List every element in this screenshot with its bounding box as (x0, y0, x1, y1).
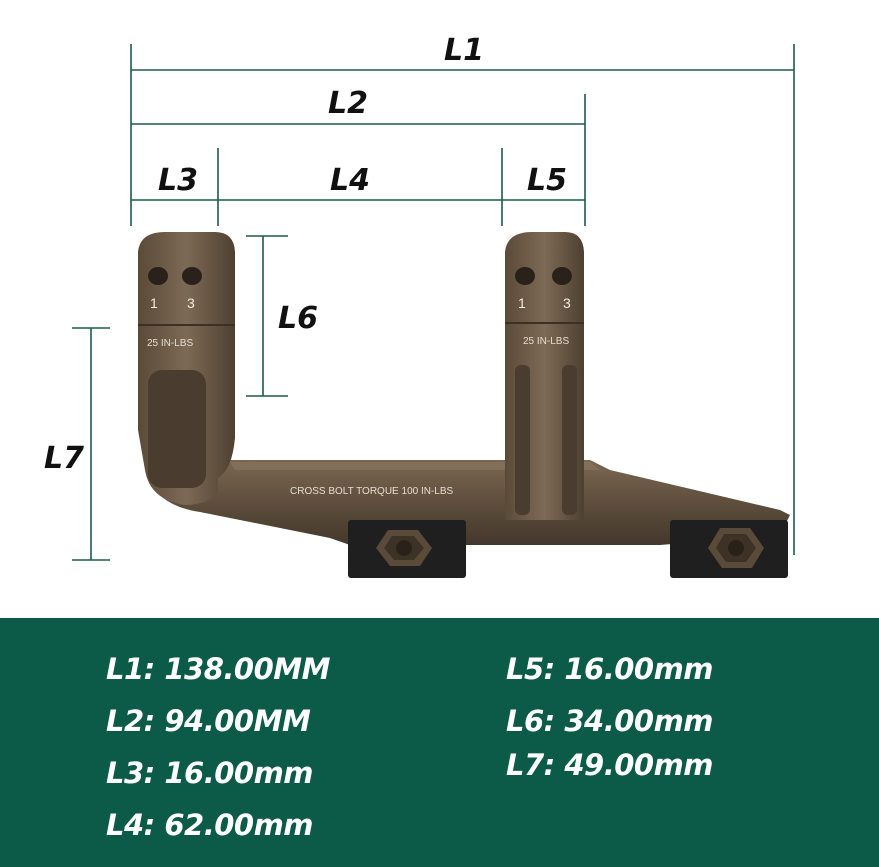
scope-mount-illustration: 1 3 25 IN-LBS 1 3 25 IN-LBS CROSS BOLT T… (138, 232, 790, 578)
spec-l4: L4: 62.00mm (106, 808, 314, 842)
left-scope-ring: 1 3 25 IN-LBS (138, 232, 235, 505)
spec-l7: L7: 49.00mm (506, 748, 714, 782)
spec-l2: L2: 94.00MM (106, 704, 311, 738)
spec-l5: L5: 16.00mm (506, 652, 714, 686)
left-ring-number-3: 3 (187, 295, 195, 311)
dimension-label-l4: L4 (330, 163, 370, 198)
left-ring-torque-text: 25 IN-LBS (147, 338, 193, 349)
right-scope-ring: 1 3 25 IN-LBS (505, 232, 584, 520)
spec-l3: L3: 16.00mm (106, 756, 314, 790)
spec-l1: L1: 138.00MM (106, 652, 330, 686)
dimension-label-l7: L7 (44, 441, 84, 476)
dimension-lines (72, 44, 795, 561)
dimension-label-l1: L1 (444, 33, 484, 68)
dimension-diagram: L1 L2 L3 L4 L5 L6 L7 1 3 25 IN-LBS 1 (44, 33, 795, 578)
right-ring-number-1: 1 (518, 295, 526, 311)
specification-panel: L1: 138.00MM L2: 94.00MM L3: 16.00mm L4:… (0, 618, 879, 867)
dimension-label-l6: L6 (278, 301, 318, 336)
dimension-label-l5: L5 (527, 163, 567, 198)
right-rail-clamp (670, 520, 788, 578)
dimension-label-l2: L2 (328, 86, 368, 121)
base-torque-text: CROSS BOLT TORQUE 100 IN-LBS (290, 486, 454, 497)
right-ring-torque-text: 25 IN-LBS (523, 336, 569, 347)
left-rail-clamp (348, 520, 466, 578)
spec-l6: L6: 34.00mm (506, 704, 714, 738)
dimension-label-l3: L3 (158, 163, 198, 198)
right-ring-number-3: 3 (563, 295, 571, 311)
left-ring-number-1: 1 (150, 295, 158, 311)
